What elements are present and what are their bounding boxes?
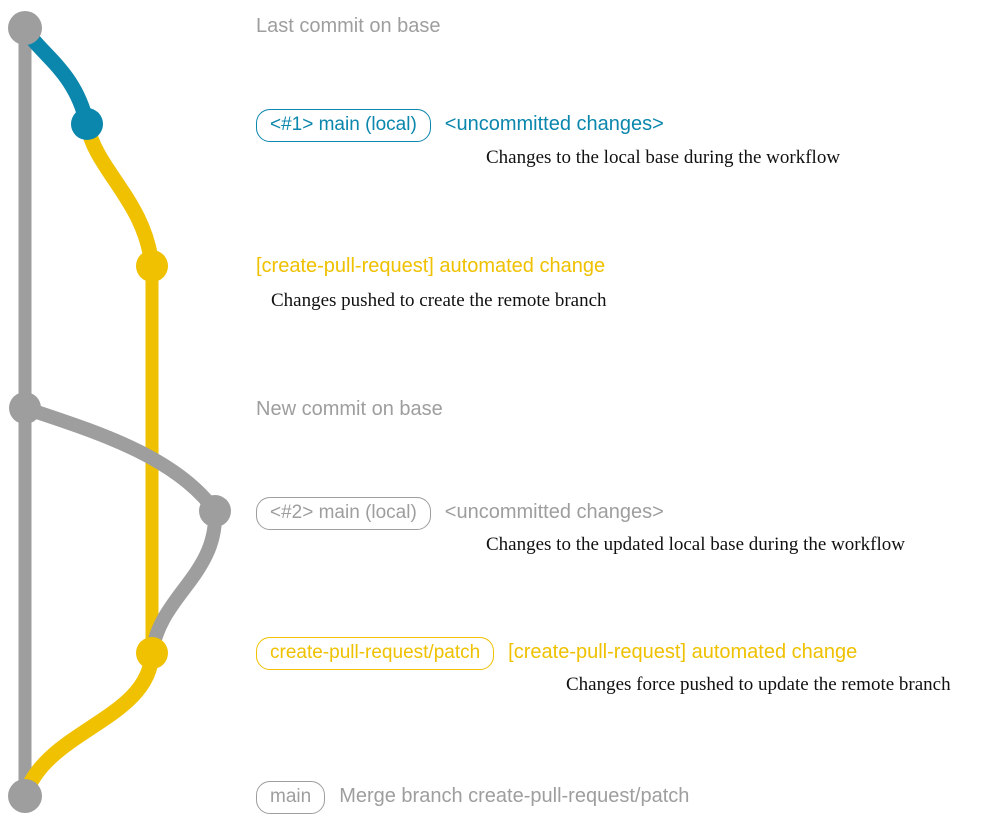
commit-node-patch-2[interactable] [136,637,168,669]
patch-merge-line [17,645,160,804]
commit-note-patch-1: Changes pushed to create the remote bran… [271,290,607,311]
commit-node-patch-1[interactable] [136,250,168,282]
branch-label-main-local-1[interactable]: <#1> main (local) [256,109,431,142]
patch-branch-line-upper [79,116,160,274]
branch-label-main[interactable]: main [256,781,326,814]
commit-subject: [create-pull-request] automated change [508,641,858,663]
commit-node-base-merge[interactable] [8,779,42,813]
commit-row-base-merge: main Merge branch create-pull-request/pa… [256,781,689,814]
updated-local-merge-line [145,504,223,660]
commit-row-local-1: <#1> main (local) <uncommitted changes> [256,109,664,142]
commit-node-local-1[interactable] [71,108,103,140]
commit-subject: [create-pull-request] automated change [256,255,606,277]
commit-row-patch-1: [create-pull-request] automated change [256,254,605,278]
commit-row-base-last: Last commit on base [256,14,441,38]
commit-note-local-1: Changes to the local base during the wor… [486,147,841,168]
branch-label-create-pull-request-patch[interactable]: create-pull-request/patch [256,637,495,670]
commit-note-patch-2: Changes force pushed to update the remot… [566,674,951,695]
commit-row-base-new: New commit on base [256,397,443,421]
branch-label-main-local-2[interactable]: <#2> main (local) [256,497,431,530]
commit-row-local-2: <#2> main (local) <uncommitted changes> [256,497,664,530]
commit-subject: Last commit on base [256,15,441,37]
commit-node-base-new[interactable] [9,392,41,424]
commit-subject: Merge branch create-pull-request/patch [339,785,690,807]
commit-node-base-last[interactable] [8,11,42,45]
updated-local-branch-line [18,401,222,518]
commit-subject: <uncommitted changes> [444,501,664,523]
commit-row-patch-2: create-pull-request/patch [create-pull-r… [256,637,857,670]
commit-note-local-2: Changes to the updated local base during… [486,534,905,555]
commit-subject: <uncommitted changes> [444,113,664,135]
commit-subject: New commit on base [256,398,443,420]
local-branch-line [17,20,95,132]
commit-node-local-2[interactable] [199,495,231,527]
